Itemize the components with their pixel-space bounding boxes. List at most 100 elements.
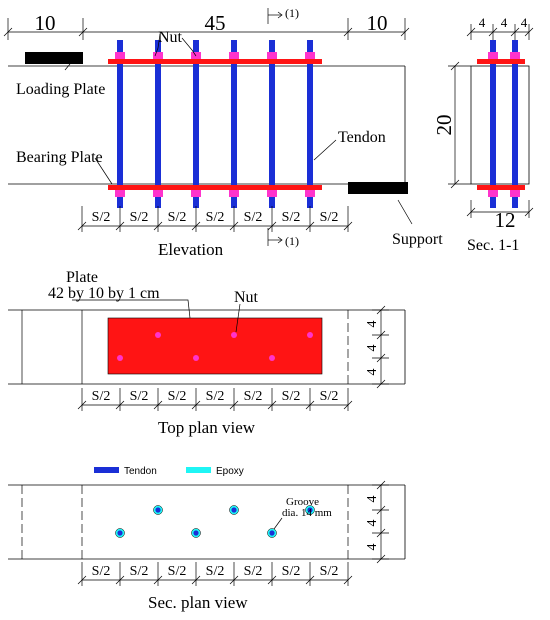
groove-label-line2: dia. 14 mm bbox=[282, 507, 332, 519]
section-mark-top-label: (1) bbox=[285, 6, 299, 20]
section-top-dimension bbox=[466, 24, 534, 40]
section-dim-top: 4 bbox=[501, 15, 508, 30]
spacing-label: S/2 bbox=[206, 564, 225, 579]
spacing-label: S/2 bbox=[130, 564, 149, 579]
sec-plan-dim-right: 4 bbox=[365, 496, 380, 503]
section-cut-mark-bottom bbox=[267, 228, 283, 246]
spacing-label: S/2 bbox=[320, 210, 339, 225]
sec-plan-dim-right: 4 bbox=[365, 544, 380, 551]
tendon-rod bbox=[269, 40, 275, 208]
elevation-leaders bbox=[64, 33, 413, 225]
spacing-label: S/2 bbox=[206, 389, 225, 404]
nut bbox=[488, 52, 498, 59]
section-dim-top: 4 bbox=[479, 15, 486, 30]
legend-epoxy-label: Epoxy bbox=[216, 466, 244, 477]
legend-tendon-swatch bbox=[94, 467, 119, 473]
plan-steel-plate bbox=[107, 317, 323, 375]
plan-right-dimension bbox=[372, 305, 389, 389]
sec-plan-spacing-dimension bbox=[77, 562, 353, 586]
nut bbox=[153, 190, 163, 197]
section-width-value: 12 bbox=[495, 208, 516, 232]
sec-plan-view: Tendon Epoxy Groove dia. 14 mm bbox=[8, 466, 406, 612]
legend-tendon-label: Tendon bbox=[124, 466, 157, 477]
tendon-rod bbox=[231, 40, 237, 208]
plan-spacing-dimension bbox=[77, 388, 353, 411]
section-mark-bottom-label: (1) bbox=[285, 234, 299, 248]
top-plan-title: Top plan view bbox=[158, 418, 256, 437]
section-title: Sec. 1-1 bbox=[467, 237, 519, 254]
plan-dim-right: 4 bbox=[365, 345, 380, 352]
spacing-label: S/2 bbox=[168, 564, 187, 579]
nut bbox=[229, 52, 239, 59]
elevation-spacing-labels: S/2 S/2 S/2 S/2 S/2 S/2 S/2 bbox=[92, 210, 339, 225]
spacing-label: S/2 bbox=[206, 210, 225, 225]
spacing-label: S/2 bbox=[244, 210, 263, 225]
spacing-label: S/2 bbox=[92, 389, 111, 404]
spacing-label: S/2 bbox=[168, 389, 187, 404]
top-plan-view: Plate 42 by 10 by 1 cm Nut 4 4 4 bbox=[8, 269, 406, 437]
nut-group bbox=[115, 52, 315, 197]
elevation-title: Elevation bbox=[158, 240, 224, 259]
sec-plan-spacing-labels: S/2 S/2 S/2 S/2 S/2 S/2 S/2 bbox=[92, 564, 339, 579]
nut bbox=[510, 190, 520, 197]
section-tendon bbox=[490, 40, 496, 208]
loading-plate-label: Loading Plate bbox=[16, 81, 105, 98]
nut bbox=[155, 332, 161, 338]
nut bbox=[307, 332, 313, 338]
support-label: Support bbox=[392, 231, 443, 248]
nut bbox=[229, 190, 239, 197]
nut bbox=[267, 190, 277, 197]
nut bbox=[115, 190, 125, 197]
tendon-section bbox=[307, 507, 313, 513]
spacing-label: S/2 bbox=[282, 564, 301, 579]
spacing-label: S/2 bbox=[320, 564, 339, 579]
plan-nut-group bbox=[117, 332, 313, 361]
section-top-plate bbox=[477, 59, 525, 64]
section-bottom-plate bbox=[477, 185, 525, 190]
support-block bbox=[348, 182, 408, 194]
section-cut-mark-top bbox=[267, 8, 283, 24]
tendon-rod bbox=[117, 40, 123, 208]
nut bbox=[191, 190, 201, 197]
nut bbox=[305, 52, 315, 59]
tendon-rod bbox=[155, 40, 161, 208]
spacing-label: S/2 bbox=[320, 389, 339, 404]
tendon-label: Tendon bbox=[338, 129, 386, 146]
tendon-section bbox=[155, 507, 161, 513]
tendon-section bbox=[193, 530, 199, 536]
tendon-rod bbox=[307, 40, 313, 208]
nut bbox=[267, 52, 277, 59]
spacing-label: S/2 bbox=[92, 210, 111, 225]
nut bbox=[305, 190, 315, 197]
bearing-plate-label: Bearing Plate bbox=[16, 149, 103, 166]
section-1-1-view: 4 4 4 20 12 Sec. 1-1 bbox=[432, 15, 534, 254]
dim-right-value: 10 bbox=[367, 11, 388, 35]
section-height-dimension bbox=[448, 61, 471, 189]
tendon-section bbox=[117, 530, 123, 536]
spacing-label: S/2 bbox=[168, 210, 187, 225]
tendon-section bbox=[269, 530, 275, 536]
plan-spacing-labels: S/2 S/2 S/2 S/2 S/2 S/2 S/2 bbox=[92, 389, 339, 404]
nut bbox=[510, 52, 520, 59]
sec-plan-dim-right: 4 bbox=[365, 520, 380, 527]
sec-plan-title: Sec. plan view bbox=[148, 593, 248, 612]
groove-group bbox=[115, 505, 315, 538]
section-dim-top: 4 bbox=[521, 15, 528, 30]
nut-label: Nut bbox=[158, 29, 183, 46]
plate-label-line1: Plate bbox=[66, 269, 98, 286]
nut bbox=[115, 52, 125, 59]
plan-dim-right: 4 bbox=[365, 369, 380, 376]
top-steel-plate bbox=[108, 59, 322, 64]
plan-dim-right: 4 bbox=[365, 321, 380, 328]
nut-leader bbox=[235, 303, 241, 333]
elevation-spacing-dimension bbox=[77, 206, 353, 232]
plate-leader bbox=[72, 299, 191, 319]
groove-label-line1: Groove bbox=[286, 496, 319, 508]
bottom-steel-plate bbox=[108, 185, 322, 190]
section-width-dimension bbox=[466, 200, 534, 218]
plan-nut-label: Nut bbox=[234, 289, 259, 306]
section-outline bbox=[470, 65, 530, 185]
plate-label-line2: 42 by 10 by 1 cm bbox=[48, 285, 160, 302]
groove-leader bbox=[273, 517, 283, 530]
